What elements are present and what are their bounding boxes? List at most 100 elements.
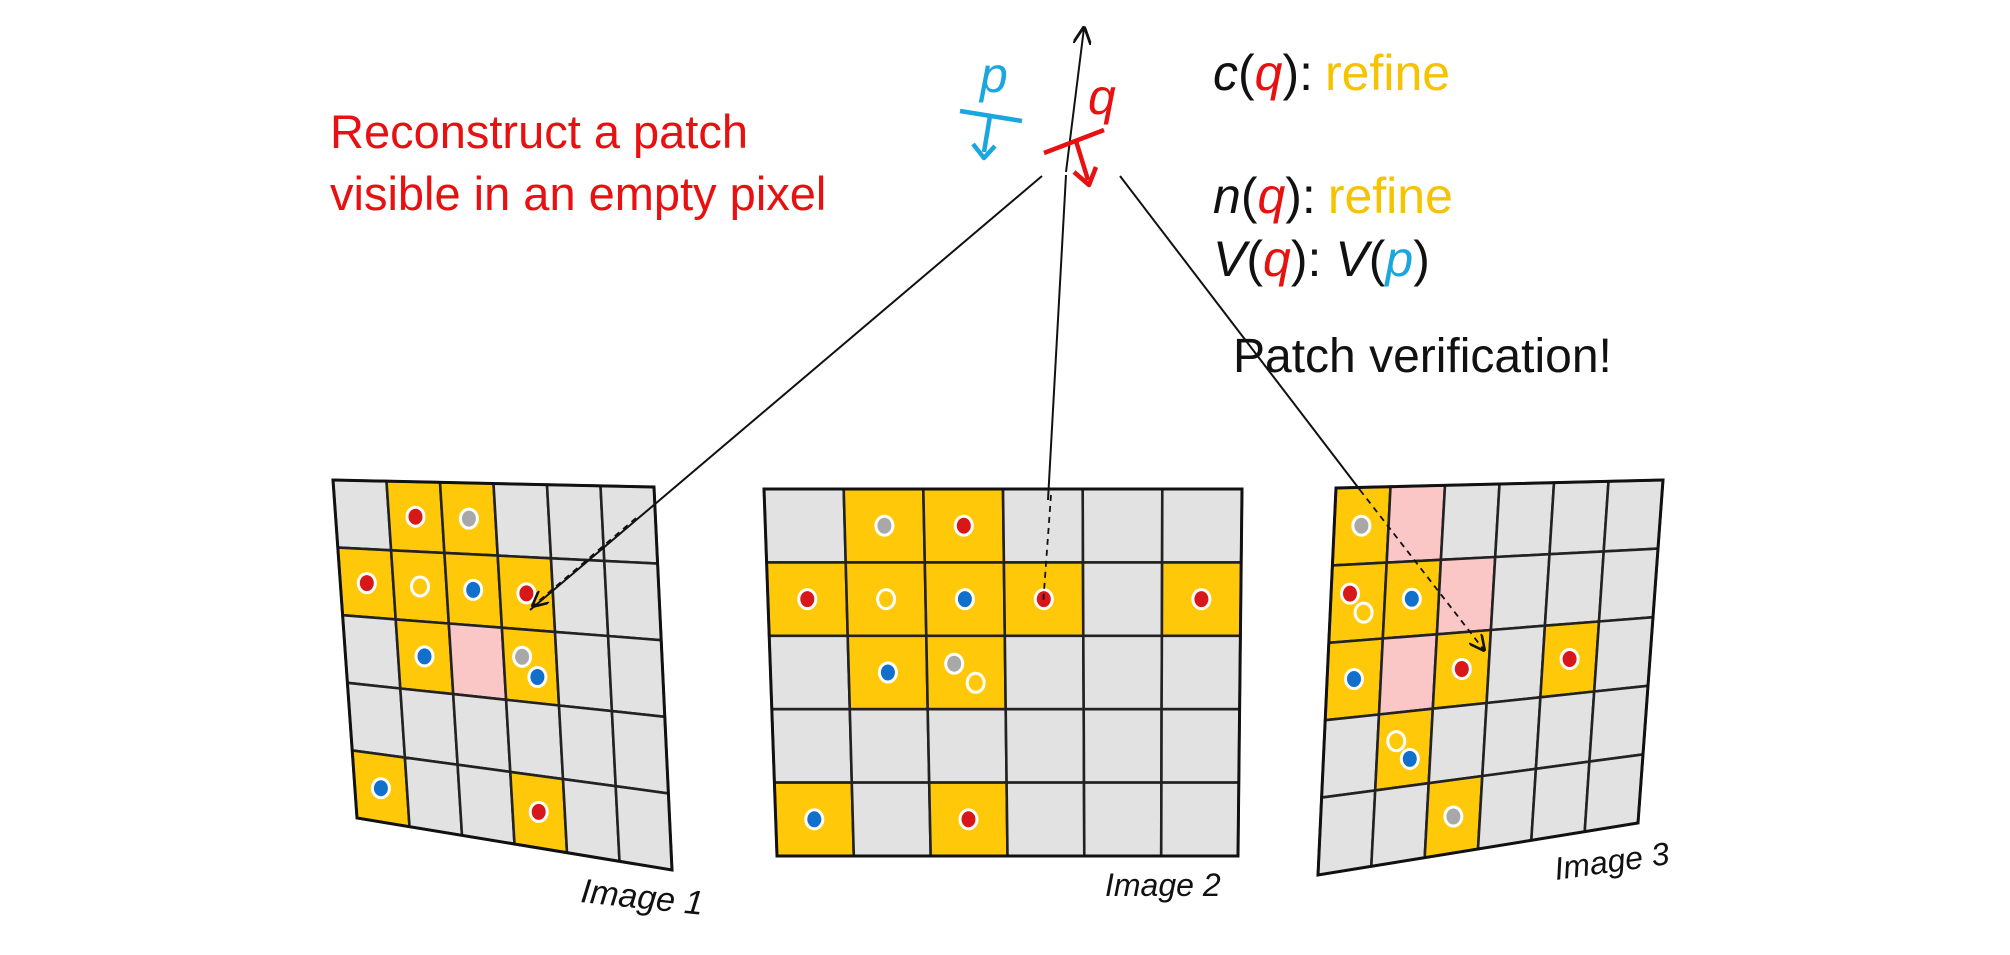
- grid-cell: [1485, 624, 1547, 705]
- grid-cell: [1435, 555, 1497, 636]
- patch-dot-hollow: [1386, 730, 1407, 753]
- grid-cell: [610, 709, 670, 795]
- patch-dot-red: [1451, 658, 1472, 680]
- grid-cell: [602, 559, 663, 642]
- grid-cell: [1427, 701, 1488, 785]
- patch-p-label: p: [978, 47, 1008, 103]
- grid-cell: [1548, 479, 1610, 556]
- patch-dot-gray: [1443, 805, 1464, 828]
- grid-cell: [1530, 760, 1591, 842]
- grid-cell: [848, 707, 931, 784]
- grid-cell: [1373, 707, 1435, 792]
- grid-cell: [545, 483, 606, 563]
- grid-cell: [1081, 561, 1164, 638]
- patch-dot-blue: [1401, 587, 1422, 610]
- grid-cell: [1082, 707, 1163, 784]
- patch-dot-blue: [1399, 747, 1420, 770]
- grid-cell: [1327, 561, 1388, 645]
- ray-to-image-3: [1119, 175, 1361, 491]
- image-border: [762, 487, 1244, 858]
- grid-cell: [1602, 478, 1665, 553]
- grid-cell: [456, 763, 516, 846]
- patch-dot-hollow: [876, 588, 897, 611]
- patch-dot-blue: [804, 808, 825, 831]
- image-border: [1316, 478, 1665, 877]
- grid-cell: [1082, 781, 1163, 858]
- patch-dot-red: [356, 572, 377, 595]
- ray-dashed-image-2: [1042, 494, 1052, 606]
- grid-cell: [504, 698, 565, 781]
- grid-cell: [557, 704, 618, 788]
- grid-cell: [1370, 781, 1430, 868]
- grid-cell: [1489, 552, 1551, 632]
- grid-cell: [1481, 695, 1542, 778]
- grid-cell: [1583, 753, 1645, 834]
- ray-to-image-2: [1047, 174, 1067, 501]
- grid-cell: [1005, 781, 1086, 858]
- ray-dashed-image-3: [1359, 489, 1484, 650]
- image-1-label: Image 1: [579, 872, 705, 923]
- grid-cell: [1543, 550, 1605, 628]
- grid-cell: [492, 482, 553, 560]
- patch-dot-hollow: [410, 575, 430, 598]
- grid-cell: [1160, 707, 1241, 784]
- patch-dot-blue: [370, 777, 391, 800]
- grid-cell: [341, 613, 402, 690]
- patch-dot-blue: [414, 645, 435, 668]
- grid-cell: [926, 707, 1008, 784]
- grid-cell: [447, 622, 508, 702]
- grid-cell: [614, 784, 674, 872]
- grid-cell: [1385, 483, 1447, 564]
- patch-dot-blue: [527, 666, 548, 688]
- patch-dot-red: [797, 588, 818, 611]
- patch-dot-red: [405, 505, 426, 528]
- patch-dot-gray: [1351, 514, 1372, 537]
- patch-dot-blue: [1344, 668, 1364, 690]
- image-2-grid: [762, 487, 1244, 858]
- patch-dot-gray: [458, 507, 479, 530]
- grid-cell: [398, 687, 459, 767]
- patch-dot-blue: [877, 661, 898, 684]
- patch-dot-gray: [512, 645, 533, 668]
- grid-cell: [770, 707, 854, 784]
- patch-q-icon: [1043, 127, 1105, 188]
- grid-cell: [1597, 547, 1660, 623]
- attribute-c: c(q):refine: [1213, 45, 1450, 101]
- patch-dot-hollow: [965, 671, 986, 694]
- grid-cell: [1082, 634, 1164, 711]
- heading-line-1: Reconstruct a patch: [330, 105, 748, 158]
- grid-cell: [599, 484, 659, 565]
- patch-q-label: q: [1088, 69, 1116, 125]
- grid-cell: [331, 478, 393, 552]
- ray-to-image-1: [529, 175, 1043, 611]
- grid-cell: [762, 487, 848, 564]
- grid-cell: [403, 756, 464, 837]
- patch-dot-red: [516, 582, 537, 605]
- grid-cell: [850, 781, 933, 858]
- heading: Reconstruct a patch visible in an empty …: [330, 105, 826, 220]
- grid-cell: [767, 634, 852, 711]
- grid-cell: [1320, 713, 1381, 799]
- patch-dot-blue: [463, 578, 484, 601]
- patch-dot-red: [1340, 582, 1360, 605]
- patch-dot-red: [953, 514, 974, 537]
- grid-cell: [1160, 487, 1244, 564]
- image-2-label: Image 2: [1105, 867, 1221, 903]
- grid-cell: [451, 692, 512, 774]
- patch-p-icon: [959, 108, 1023, 161]
- attribute-n: n(q):refine: [1213, 168, 1453, 224]
- grid-cell: [1316, 789, 1377, 877]
- patch-dot-red: [1191, 588, 1212, 611]
- grid-cell: [1377, 632, 1439, 716]
- ray-dashed-image-1: [533, 517, 637, 606]
- projection-rays: [529, 28, 1484, 650]
- grid-cell: [500, 626, 561, 707]
- grid-cell: [1001, 487, 1085, 564]
- image-border: [331, 478, 674, 872]
- heading-line-2: visible in an empty pixel: [330, 167, 826, 220]
- grid-cell: [1493, 481, 1556, 559]
- grid-cell: [1160, 634, 1242, 711]
- grid-cell: [1439, 482, 1501, 562]
- patch-verification-text: Patch verification!: [1233, 330, 1612, 383]
